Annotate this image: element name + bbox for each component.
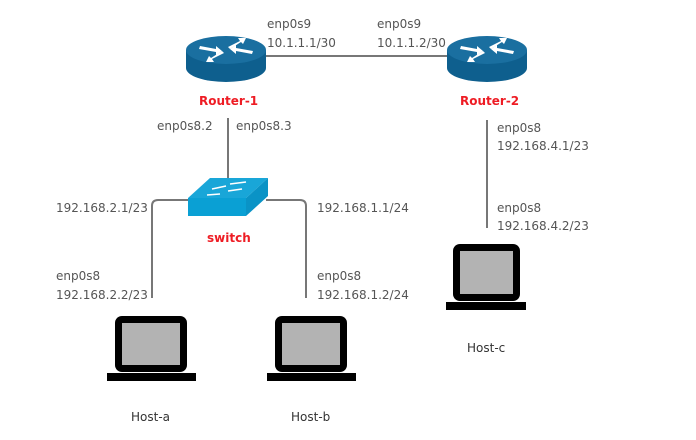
r1-iface-label: enp0s9: [267, 17, 312, 31]
host-a-laptop-icon[interactable]: [107, 316, 196, 381]
host-c-laptop-icon[interactable]: [446, 244, 526, 310]
router1-label: Router-1: [199, 94, 259, 108]
router2-icon[interactable]: [447, 36, 527, 82]
host-c-iface-label: enp0s8: [497, 201, 542, 215]
host-a-gw-ip-label: 192.168.2.1/23: [56, 201, 148, 215]
host-b-ip-label: 192.168.1.2/24: [317, 288, 409, 302]
r1-ip-label: 10.1.1.1/30: [267, 36, 336, 50]
router2-label: Router-2: [460, 94, 520, 108]
link-switch-host-a: [151, 199, 188, 298]
switch-icon[interactable]: [188, 178, 268, 216]
router1-icon[interactable]: [186, 36, 266, 82]
host-b-iface-label: enp0s8: [317, 269, 362, 283]
host-a-ip-label: 192.168.2.2/23: [56, 288, 148, 302]
subif-a-label: enp0s8.2: [157, 119, 213, 133]
host-a-label: Host-a: [131, 410, 171, 424]
link-switch-host-b: [266, 199, 307, 298]
host-b-gw-ip-label: 192.168.1.1/24: [317, 201, 409, 215]
r2-lan-iface-label: enp0s8: [497, 121, 542, 135]
switch-label: switch: [207, 231, 251, 245]
host-a-iface-label: enp0s8: [56, 269, 101, 283]
r2-ip-label: 10.1.1.2/30: [377, 36, 446, 50]
r2-lan-ip-label: 192.168.4.1/23: [497, 139, 589, 153]
host-b-laptop-icon[interactable]: [267, 316, 356, 381]
host-c-ip-label: 192.168.4.2/23: [497, 219, 589, 233]
host-c-label: Host-c: [467, 341, 506, 355]
r2-iface-label: enp0s9: [377, 17, 422, 31]
subif-b-label: enp0s8.3: [236, 119, 292, 133]
host-b-label: Host-b: [291, 410, 331, 424]
